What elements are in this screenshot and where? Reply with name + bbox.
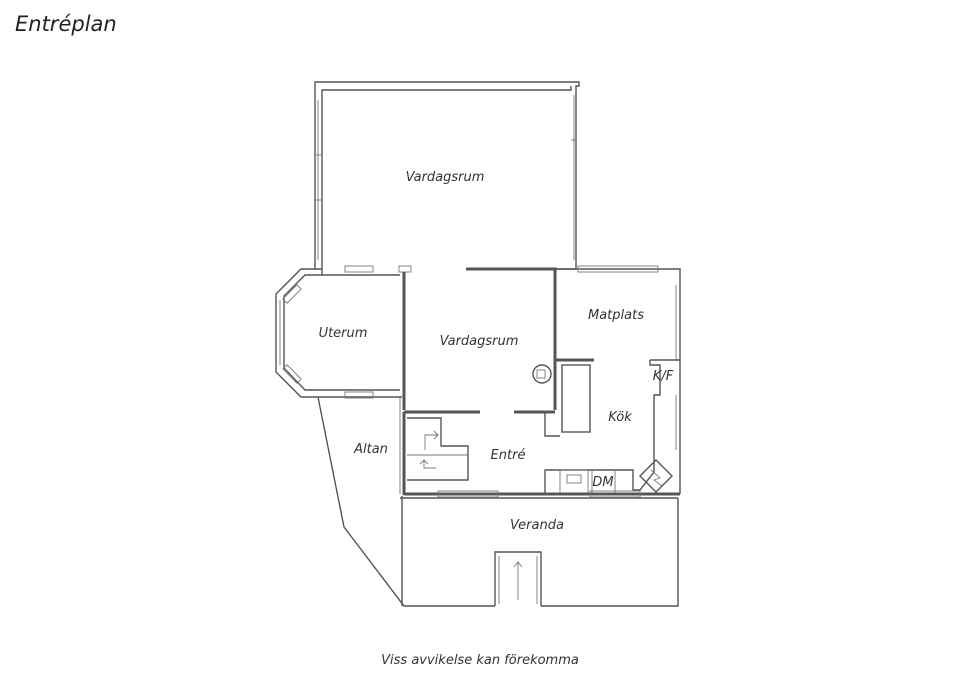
upper-living-room-walls (314, 81, 580, 270)
room-label-veranda: Veranda (510, 518, 564, 533)
fireplace (532, 364, 552, 384)
room-label-altan: Altan (353, 442, 388, 457)
page-title: Entréplan (15, 12, 117, 36)
uterum-walls (275, 265, 402, 399)
stairs (407, 417, 469, 481)
room-label-matplats: Matplats (588, 308, 644, 323)
kitchen-walls (555, 265, 681, 496)
terrace-walls (317, 396, 679, 607)
room-label-entre: Entré (491, 448, 526, 463)
room-label-uterum: Uterum (319, 326, 368, 341)
room-label-dm: DM (592, 475, 613, 490)
room-label-kf: K/F (653, 369, 674, 384)
disclaimer-note: Viss avvikelse kan förekomma (381, 653, 579, 668)
room-label-vardagsrum-upper: Vardagsrum (406, 170, 485, 185)
room-label-kok: Kök (608, 410, 632, 425)
room-label-vardagsrum-lower: Vardagsrum (440, 334, 519, 349)
central-walls (321, 265, 560, 496)
